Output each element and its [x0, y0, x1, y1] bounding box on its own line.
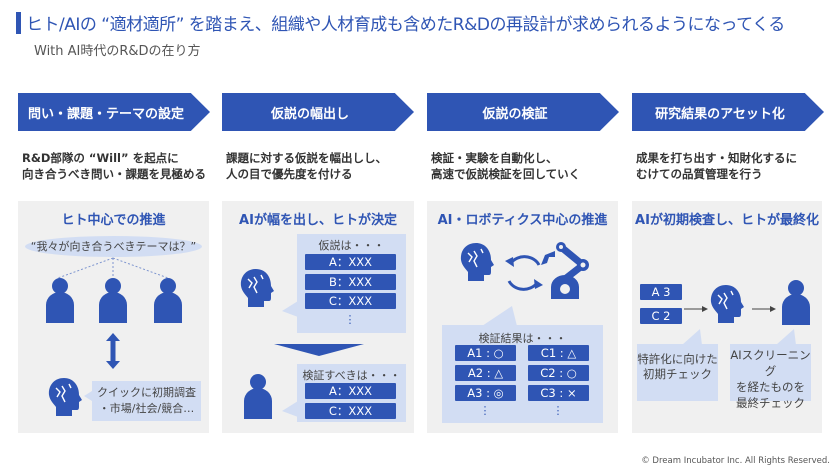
arrow-right-icon: [752, 306, 776, 312]
panel-ai-inspection: AIが初期検査し、ヒトが最終化 A 3 C 2 特許化に向けた初期チェック AI…: [632, 201, 822, 433]
step-chevron-4: 研究結果のアセット化: [632, 93, 824, 131]
step-desc-3: 検証・実験を自動化し、高速で仮説検証を回していく: [431, 150, 580, 182]
title-accent-bar: [16, 12, 21, 34]
panel-heading: AIが初期検査し、ヒトが最終化: [635, 213, 819, 228]
result-item: C3 : ×: [528, 385, 589, 401]
arrow-right-icon: [684, 306, 708, 312]
step-desc-4: 成果を打ち出す・知財化するにむけての品質管理を行う: [636, 150, 797, 182]
step-desc-1: R&D部隊の “Will” を起点に向き合うべき問い・課題を見極める: [22, 150, 206, 182]
double-arrow-icon: [106, 333, 120, 369]
note-line: 最終チェック: [736, 396, 805, 410]
question-ellipse: “我々が向き合うべきテーマは？”: [25, 236, 202, 257]
desc-line: 成果を打ち出す・知財化するに: [636, 151, 797, 165]
bubble-tail: [84, 391, 92, 401]
panel-human-centric: ヒト中心での推進 “我々が向き合うべきテーマは？” クイックに初期調査・市場/社…: [18, 201, 209, 433]
page-subtitle: With AI時代のR&Dの在り方: [34, 44, 201, 59]
more-dots: ⋮: [552, 404, 564, 417]
panel-heading: AI・ロボティクス中心の推進: [437, 213, 608, 228]
page-title: ヒト/AIの “適材適所” を踏まえ、組織や人材育成も含めたR&Dの再設計が求め…: [26, 15, 785, 35]
desc-line: 高速で仮説検証を回していく: [431, 167, 581, 181]
ai-head-icon: [460, 242, 495, 282]
person-icon: [154, 278, 182, 323]
desc-line: R&D部隊の “Will” を起点に: [22, 151, 179, 165]
connector-lines: [57, 257, 169, 279]
copyright: © Dream Incubator Inc. All Rights Reserv…: [641, 456, 830, 466]
desc-line: 検証・実験を自動化し、: [431, 151, 558, 165]
step-chevron-2: 仮説の幅出し: [222, 93, 414, 131]
step-desc-2: 課題に対する仮説を幅出しし、人の目で優先度を付ける: [226, 150, 387, 182]
bubble-tail: [482, 306, 517, 326]
panel-ai-robotics: AI・ロボティクス中心の推進 検証結果は・・・ A1 : ○ A2 : △ A3…: [427, 201, 618, 433]
bubble-title: 検証すべきは・・・: [302, 369, 401, 382]
hypothesis-item: B：XXX: [305, 274, 396, 290]
down-triangle-icon: [274, 344, 364, 356]
desc-line: 向き合うべき問い・課題を見極める: [22, 167, 206, 181]
panel-ai-expands: AIが幅を出し、ヒトが決定 仮説は・・・ A：XXX B：XXX C：XXX ⋮…: [222, 201, 414, 433]
person-icon: [244, 374, 272, 419]
result-item: A1 : ○: [455, 345, 516, 361]
step-chevron-3: 仮説の検証: [427, 93, 619, 131]
ai-note-bubble: クイックに初期調査・市場/社会/競合…: [92, 381, 201, 421]
desc-line: 人の目で優先度を付ける: [226, 167, 353, 181]
bubble-tail: [776, 329, 796, 345]
desc-line: むけての品質管理を行う: [636, 167, 763, 181]
ai-head-icon: [710, 284, 745, 324]
result-item: A3 : ◎: [455, 385, 516, 401]
ai-head-icon: [48, 377, 83, 417]
hypothesis-item: C：XXX: [305, 293, 396, 309]
selected-item: A：XXX: [305, 383, 396, 399]
note-line: 特許化に向けた: [637, 352, 718, 366]
result-item: A2 : △: [455, 365, 516, 381]
note-line: を経たものを: [736, 380, 805, 394]
person-icon: [99, 278, 127, 323]
result-item: C2 : ○: [528, 365, 589, 381]
bubble-title: 検証結果は・・・: [478, 332, 567, 345]
robot-arm-icon: [541, 242, 589, 299]
cycle-arrows-icon: [505, 255, 543, 291]
candidate-item: A 3: [640, 284, 682, 300]
selected-item: C：XXX: [305, 403, 396, 419]
panel-heading: ヒト中心での推進: [61, 213, 166, 228]
bubble-tail: [282, 401, 298, 417]
human-check-bubble: AIスクリーニングを経たものを最終チェック: [730, 344, 811, 410]
note-line: 初期チェック: [643, 367, 712, 381]
bubble-tail: [282, 301, 298, 317]
desc-line: 課題に対する仮説を幅出しし、: [226, 151, 387, 165]
candidate-item: C 2: [640, 308, 682, 324]
note-line: クイックに初期調査: [97, 386, 196, 399]
bubble-title: 仮説は・・・: [318, 239, 385, 252]
result-item: C1 : △: [528, 345, 589, 361]
note-line: ・市場/社会/競合…: [98, 402, 195, 415]
ai-head-icon: [240, 268, 275, 308]
person-icon: [782, 280, 810, 325]
person-icon: [46, 278, 74, 323]
step-chevron-1: 問い・課題・テーマの設定: [18, 93, 210, 131]
more-dots: ⋮: [479, 404, 491, 417]
more-dots: ⋮: [344, 313, 356, 326]
hypothesis-item: A：XXX: [305, 254, 396, 270]
note-line: AIスクリーニング: [730, 348, 811, 378]
ai-check-bubble: 特許化に向けた初期チェック: [637, 344, 718, 401]
bubble-tail: [682, 329, 702, 345]
panel-heading: AIが幅を出し、ヒトが決定: [239, 213, 397, 228]
